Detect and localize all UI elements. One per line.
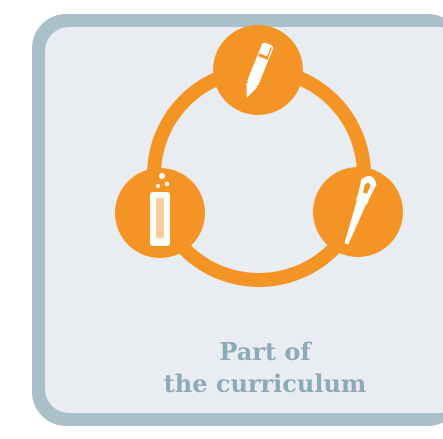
caption-line-1: Part of (219, 337, 311, 366)
pen-icon (213, 25, 303, 115)
test-tube-icon (115, 168, 205, 258)
caption-line-2: the curriculum (163, 369, 367, 398)
paintbrush-icon (313, 167, 403, 257)
caption: Part of the curriculum (45, 336, 443, 400)
